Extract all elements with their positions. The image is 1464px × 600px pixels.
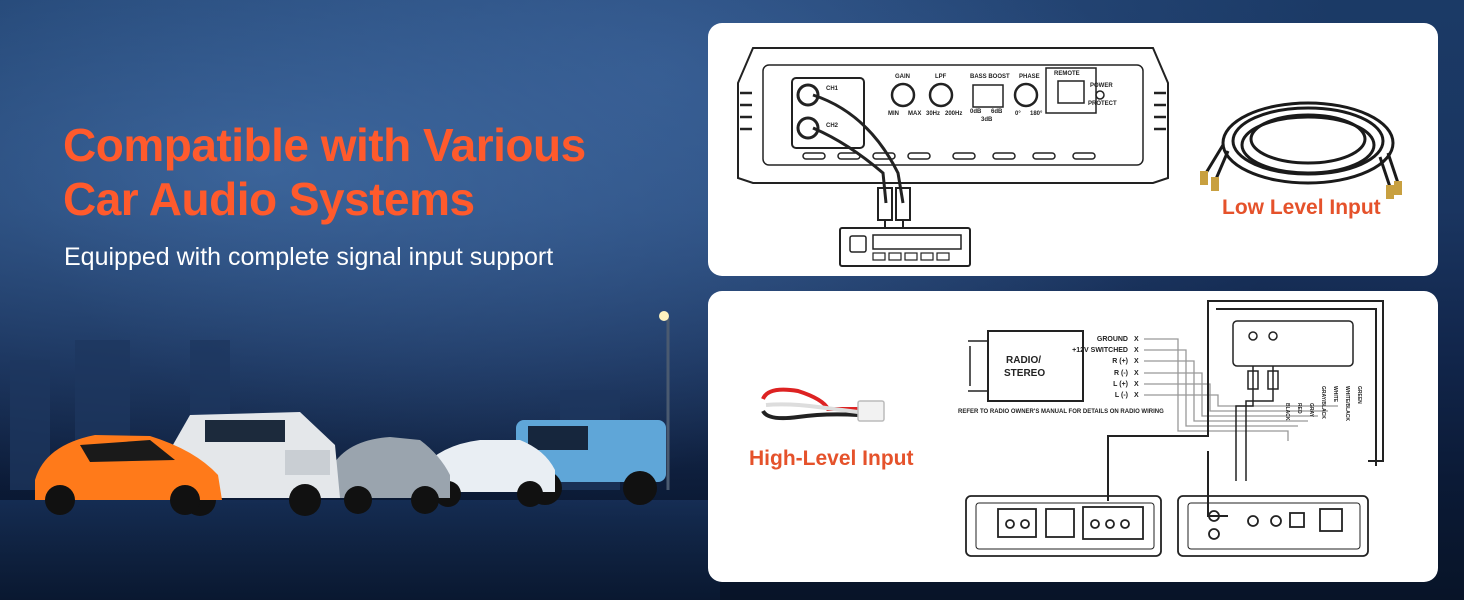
lpf-knob: [928, 82, 954, 108]
bass-boost-3-label: 3dB: [981, 117, 993, 123]
phase-label: PHASE: [1019, 74, 1040, 80]
amplifier-left: [965, 495, 1162, 557]
gain-knob: [890, 82, 916, 108]
high-level-wiring-diagram: RADIO/ STEREO GROUND +12V SWITCHED R (+)…: [761, 300, 1384, 557]
cars-illustration: [35, 311, 670, 516]
terminal-x-mark: X: [1134, 381, 1139, 388]
high-level-harness-image: [761, 387, 885, 422]
radio-wiring-note: REFER TO RADIO OWNER'S MANUAL FOR DETAIL…: [958, 409, 1164, 415]
radio-label-line-1: RADIO/: [1006, 355, 1041, 366]
orange-sports-car: [35, 435, 222, 515]
low-level-wiring-diagram: CH1 CH2 GAIN MIN MAX LPF 30Hz 200Hz BASS…: [737, 47, 1402, 267]
phase-180-label: 180°: [1030, 111, 1043, 117]
lpf-max-label: 200Hz: [945, 111, 962, 117]
low-level-input-label: Low Level Input: [1222, 196, 1381, 219]
amplifier-outline: [737, 47, 1169, 184]
low-level-input-card: CH1 CH2 GAIN MIN MAX LPF 30Hz 200Hz BASS…: [708, 23, 1438, 276]
terminal-r-plus: R (+): [1112, 358, 1128, 365]
remote-label: REMOTE: [1054, 71, 1080, 77]
gain-label: GAIN: [895, 74, 910, 80]
gray-sedan-car: [330, 437, 450, 514]
headline-line-1: Compatible with Various: [63, 119, 586, 171]
radio-label-line-2: STEREO: [1004, 368, 1045, 379]
wire-color-green: GREEN: [1356, 386, 1362, 404]
subheadline: Equipped with complete signal input supp…: [64, 243, 554, 271]
radio-stereo-box: [987, 330, 1084, 402]
phase-0-label: 0°: [1015, 111, 1021, 117]
wire-color-white: WHITE: [1332, 386, 1338, 403]
terminal-x-mark: X: [1134, 358, 1139, 365]
ch1-label: CH1: [826, 86, 839, 92]
headline-line-2: Car Audio Systems: [63, 173, 475, 225]
wire-color-red: RED: [1296, 403, 1302, 414]
headline: Compatible with Various Car Audio System…: [63, 118, 586, 226]
wire-color-gray: GRAY: [1308, 403, 1314, 418]
protect-label: PROTECT: [1088, 101, 1117, 107]
terminal-l-plus: L (+): [1113, 381, 1128, 388]
head-unit: [839, 227, 971, 267]
wire-color-gray-black: GRAY/BLACK: [1320, 386, 1326, 419]
terminal-ground: GROUND: [1097, 336, 1128, 343]
wire-color-black: BLACK: [1284, 403, 1290, 421]
wire-color-white-black: WHITE/BLACK: [1344, 386, 1350, 421]
terminal-x-mark: X: [1134, 370, 1139, 377]
terminal-x-mark: X: [1134, 392, 1139, 399]
power-led: [1095, 90, 1105, 100]
line-converter-module: [1232, 320, 1354, 367]
gain-min-label: MIN: [888, 111, 899, 117]
ch1-jack: [796, 83, 820, 107]
phase-knob: [1013, 82, 1039, 108]
high-level-input-label: High-Level Input: [749, 447, 914, 470]
ch2-label: CH2: [826, 123, 839, 129]
terminal-l-minus: L (-): [1115, 392, 1128, 399]
bass-boost-6-label: 6dB: [991, 109, 1003, 115]
bass-boost-label: BASS BOOST: [970, 74, 1010, 80]
rca-cable-image: [1200, 101, 1402, 199]
lpf-label: LPF: [935, 74, 947, 80]
bass-boost-switch: [972, 84, 1004, 108]
bass-boost-0-label: 0dB: [970, 109, 982, 115]
lpf-min-label: 30Hz: [926, 111, 940, 117]
ch2-jack: [796, 116, 820, 140]
terminal-x-mark: X: [1134, 336, 1139, 343]
remote-port: [1045, 67, 1097, 114]
terminal-12v-switched: +12V SWITCHED: [1072, 347, 1128, 354]
terminal-r-minus: R (-): [1114, 370, 1128, 377]
terminal-x-mark: X: [1134, 347, 1139, 354]
wet-ground: [0, 500, 720, 600]
amplifier-right: [1177, 495, 1369, 557]
gain-max-label: MAX: [908, 111, 921, 117]
power-label: POWER: [1090, 83, 1113, 89]
high-level-input-card: RADIO/ STEREO GROUND +12V SWITCHED R (+)…: [708, 291, 1438, 582]
